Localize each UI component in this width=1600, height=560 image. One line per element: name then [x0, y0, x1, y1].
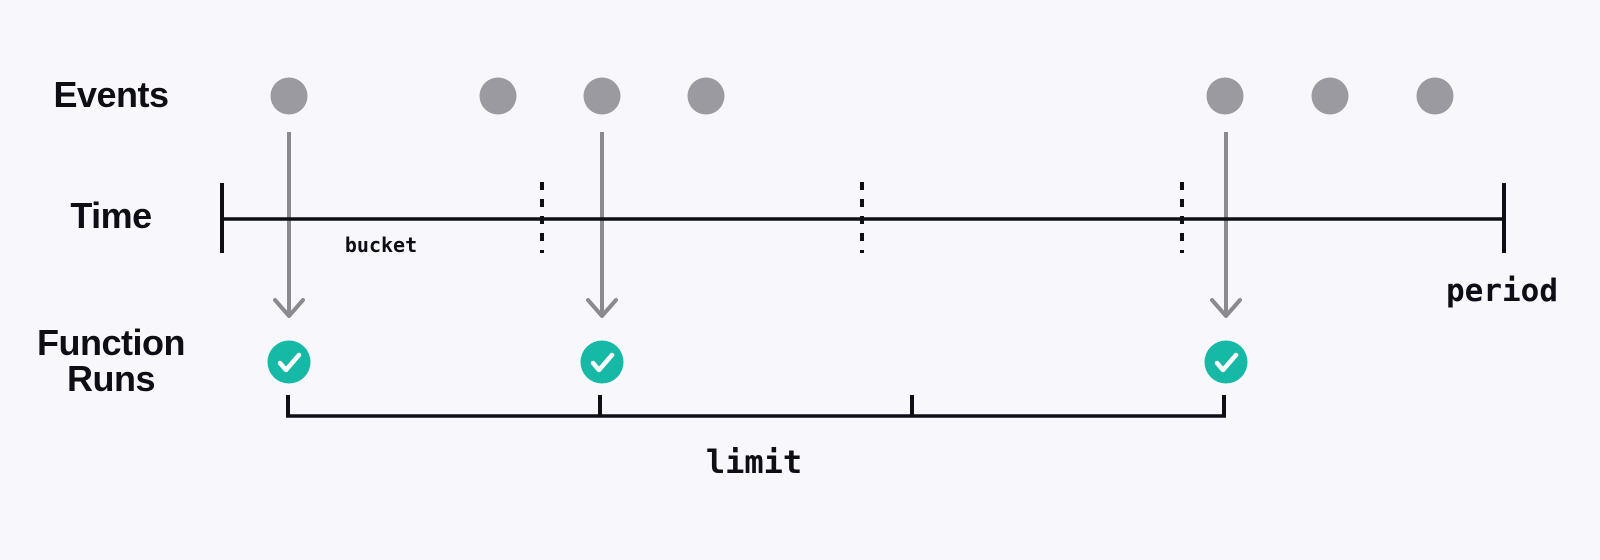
events-row-label: Events [53, 74, 169, 115]
period-annotation: period [1446, 273, 1558, 309]
check-icon [590, 352, 615, 373]
event-dot-icon [1416, 77, 1454, 115]
limit-annotation: limit [705, 443, 803, 481]
event-dot-icon [479, 77, 517, 115]
event-dot-icon [1206, 77, 1244, 115]
function-runs-label-line1: Function [37, 322, 185, 363]
function-runs-label-line2: Runs [67, 358, 156, 399]
time-row-label: Time [70, 195, 152, 236]
down-arrow-icon-head [586, 298, 618, 318]
check-icon [277, 352, 302, 373]
function-run-check-circle-icon [580, 340, 624, 384]
check-icon [1214, 352, 1239, 373]
function-run-check-circle-icon [267, 340, 311, 384]
event-dot-icon [687, 77, 725, 115]
function-runs-row-label: Function Runs [0, 325, 222, 397]
down-arrow-icon-head [1210, 298, 1242, 318]
down-arrow-icon-head [273, 298, 305, 318]
event-dot-icon [270, 77, 308, 115]
event-dot-icon [1311, 77, 1349, 115]
function-run-check-circle-icon [1204, 340, 1248, 384]
bucket-annotation: bucket [344, 233, 418, 257]
event-dot-icon [583, 77, 621, 115]
